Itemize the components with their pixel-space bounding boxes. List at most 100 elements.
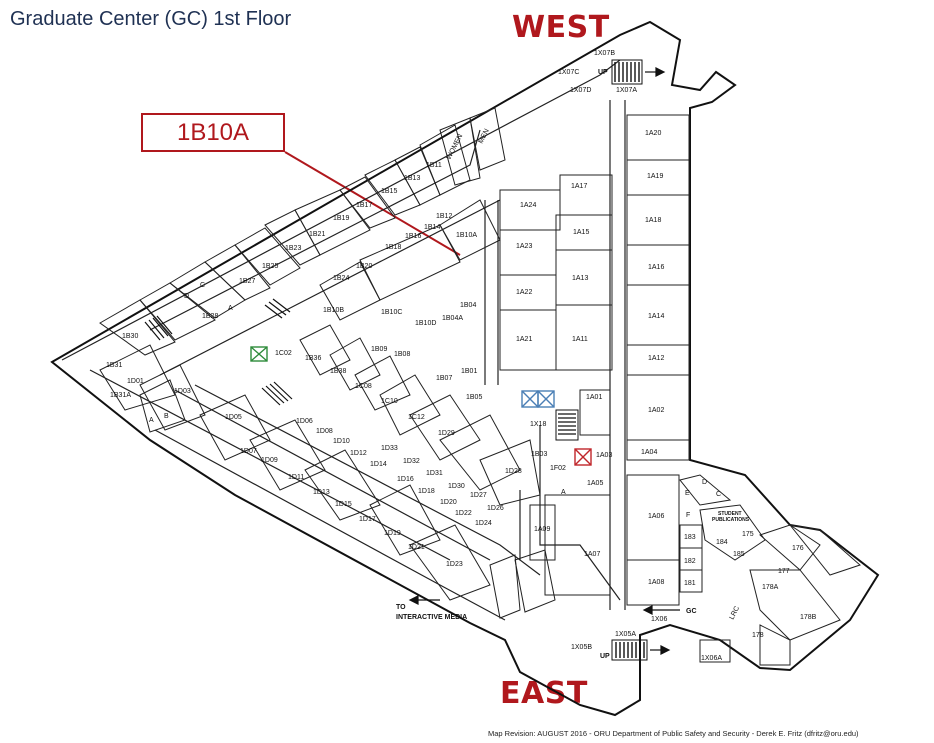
room-label: 1B28 bbox=[202, 313, 218, 320]
room-label: 1X05A bbox=[615, 631, 636, 638]
rooms-east-wing bbox=[99, 324, 541, 601]
room-label: 1D16 bbox=[397, 476, 414, 483]
room-label: 178A bbox=[762, 584, 779, 591]
room-label: 1B18 bbox=[385, 244, 401, 251]
room-label: 1D22 bbox=[455, 510, 472, 517]
room-label: 1B31 bbox=[106, 362, 122, 369]
compass-west-label: WEST bbox=[512, 10, 610, 45]
room-label: 1A08 bbox=[648, 579, 664, 586]
arrow-interactive-media bbox=[408, 595, 440, 605]
room-label: 1D08 bbox=[316, 428, 333, 435]
room-label: 1B10B bbox=[323, 307, 344, 314]
room-label: 1A02 bbox=[648, 407, 664, 414]
rooms-southeast bbox=[679, 474, 861, 666]
room-label: 1D10 bbox=[333, 438, 350, 445]
room-label: 1B23 bbox=[285, 245, 301, 252]
room-label: 1B04A bbox=[442, 315, 463, 322]
stair-1x18 bbox=[555, 409, 579, 441]
room-label: 1B04 bbox=[460, 302, 476, 309]
room-label: 1B36 bbox=[305, 355, 321, 362]
room-label: 1A12 bbox=[648, 355, 664, 362]
room-label: 1B09 bbox=[371, 346, 387, 353]
room-label: 1B01 bbox=[461, 368, 477, 375]
room-label: 1A09 bbox=[534, 526, 550, 533]
room-label: D bbox=[702, 479, 707, 486]
room-label: 1A05 bbox=[587, 480, 603, 487]
room-label: 1C12 bbox=[408, 414, 425, 421]
building-outline bbox=[50, 20, 880, 717]
room-label: 1D09 bbox=[261, 457, 278, 464]
room-label: 1D30 bbox=[448, 483, 465, 490]
room-label: 1A16 bbox=[648, 264, 664, 271]
annotation-gc: GC bbox=[686, 608, 697, 615]
room-label: 1X05B bbox=[571, 644, 592, 651]
room-label: 1A20 bbox=[645, 130, 661, 137]
room-label: A bbox=[228, 305, 233, 312]
annotation-interactive-media: INTERACTIVE MEDIA bbox=[396, 614, 467, 621]
room-labels: 1A20 1A19 1A18 1A17 1A16 1A15 1A14 1A13 … bbox=[106, 50, 817, 662]
room-label: 1B25 bbox=[262, 263, 278, 270]
room-label: 1B12 bbox=[436, 213, 452, 220]
room-label: 1A11 bbox=[572, 336, 588, 343]
restrooms bbox=[439, 107, 556, 619]
room-label: 1B31A bbox=[110, 392, 131, 399]
room-label: 1C02 bbox=[275, 350, 292, 357]
annotation-student: STUDENT bbox=[718, 511, 742, 517]
rooms-east-column bbox=[626, 114, 690, 606]
room-label: 1D12 bbox=[350, 450, 367, 457]
room-label: 1A18 bbox=[645, 217, 661, 224]
room-label: 1B11 bbox=[426, 162, 442, 169]
map-revision-footer: Map Revision: AUGUST 2016 - ORU Departme… bbox=[488, 729, 859, 738]
room-label: 1X06 bbox=[651, 616, 667, 623]
room-label: 1D27 bbox=[470, 492, 487, 499]
room-label: 1C10 bbox=[381, 398, 398, 405]
room-label: 1D18 bbox=[418, 488, 435, 495]
compass-east-label: EAST bbox=[500, 676, 588, 711]
room-label: 1X06A bbox=[701, 655, 722, 662]
room-label: 1X07B bbox=[594, 50, 615, 57]
room-label: 1B05 bbox=[466, 394, 482, 401]
room-label: 1D29 bbox=[438, 430, 455, 437]
room-label: 1A23 bbox=[516, 243, 532, 250]
room-label: A bbox=[149, 417, 154, 424]
room-label: 177 bbox=[778, 568, 790, 575]
room-label: 1D03 bbox=[174, 388, 191, 395]
callout-leader-line bbox=[284, 151, 461, 256]
room-label: 1F02 bbox=[550, 465, 566, 472]
room-label: 1X07C bbox=[558, 69, 579, 76]
corridor-walls bbox=[61, 59, 626, 621]
room-label: 1A04 bbox=[641, 449, 657, 456]
room-label: 1D32 bbox=[403, 458, 420, 465]
room-label: 1D06 bbox=[296, 418, 313, 425]
room-label: 1D13 bbox=[313, 489, 330, 496]
room-label: 1D14 bbox=[370, 461, 387, 468]
annotation-up-west: UP bbox=[598, 69, 608, 76]
annotation-up-east: UP bbox=[600, 653, 610, 660]
room-label: 1D19 bbox=[384, 530, 401, 537]
room-label: 1D01 bbox=[127, 378, 144, 385]
room-label: C bbox=[716, 491, 721, 498]
rooms-central-block bbox=[499, 174, 613, 596]
room-label: 1B17 bbox=[356, 202, 372, 209]
room-label: 178B bbox=[800, 614, 817, 621]
room-label: 1D28 bbox=[505, 468, 522, 475]
room-label: 1B21 bbox=[309, 231, 325, 238]
room-label: 1B13 bbox=[404, 175, 420, 182]
room-label: 1B10D bbox=[415, 320, 436, 327]
room-label: B bbox=[164, 413, 169, 420]
annotation-to: TO bbox=[396, 604, 406, 611]
elevator-red bbox=[574, 448, 592, 466]
room-label: 1D24 bbox=[475, 520, 492, 527]
stair-1x07a bbox=[611, 59, 643, 85]
room-label: 1B16 bbox=[405, 233, 421, 240]
room-label: 1D07 bbox=[240, 448, 257, 455]
room-label: 1B07 bbox=[436, 375, 452, 382]
room-label: 1A17 bbox=[571, 183, 587, 190]
room-label: 1A21 bbox=[516, 336, 532, 343]
room-label: 1B10A bbox=[456, 232, 477, 239]
room-label: 1C08 bbox=[355, 383, 372, 390]
room-label: D bbox=[184, 293, 189, 300]
room-label: 1A07 bbox=[584, 551, 600, 558]
annotation-publications: PUBLICATIONS bbox=[712, 517, 750, 523]
room-label: 1B15 bbox=[381, 188, 397, 195]
